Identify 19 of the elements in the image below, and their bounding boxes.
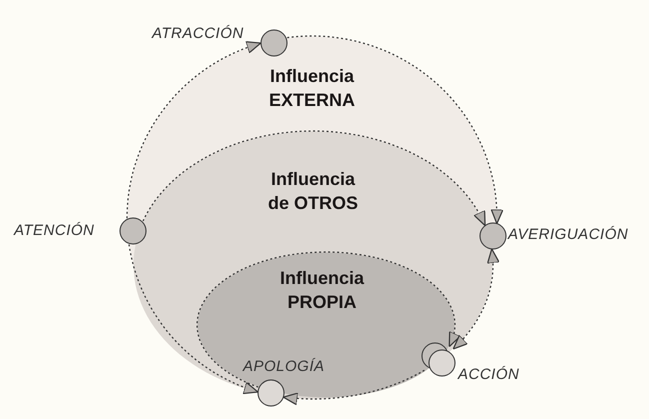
stage-label: ACCIÓN: [458, 366, 520, 383]
stage-label: ATRACCIÓN: [152, 25, 244, 42]
region-title: Influencia de OTROS: [266, 168, 359, 215]
arrow: [287, 35, 504, 224]
region-title: Influencia EXTERNA: [268, 65, 356, 112]
stage-circle: [479, 222, 507, 250]
stage-label: AVERIGUACIÓN: [508, 226, 628, 243]
arrow: [282, 370, 425, 406]
arrow: [452, 248, 500, 350]
stage-label: APOLOGÍA: [243, 358, 325, 375]
stage-circle: [260, 29, 288, 57]
arrow: [142, 130, 486, 226]
stage-circle: [421, 342, 456, 377]
arrow: [126, 41, 262, 218]
arrow: [128, 244, 259, 394]
stage-circle: [257, 379, 285, 407]
stage-circle: [119, 217, 147, 245]
stage-label: ATENCIÓN: [14, 222, 94, 239]
region-title: Influencia PROPIA: [278, 267, 366, 314]
